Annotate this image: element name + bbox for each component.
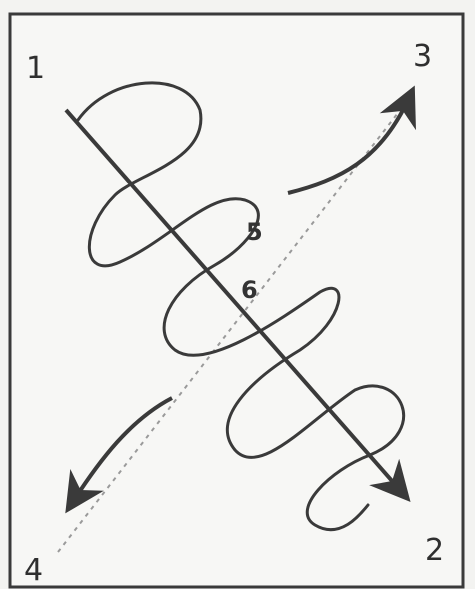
corner-label-1: 1 bbox=[26, 51, 45, 86]
point-label-6: 6 bbox=[241, 276, 258, 304]
frame-border bbox=[10, 14, 463, 587]
corner-label-4: 4 bbox=[24, 553, 43, 588]
point-label-5: 5 bbox=[246, 218, 263, 246]
corner-label-2: 2 bbox=[425, 533, 444, 568]
corner-label-3: 3 bbox=[413, 39, 432, 74]
